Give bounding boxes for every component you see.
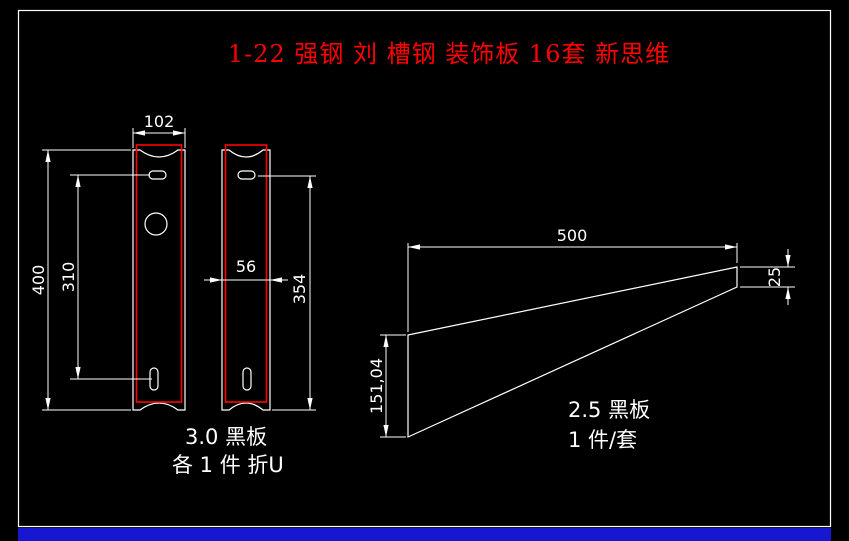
bracket-note-line2: 1 件/套 <box>568 428 637 452</box>
side-plate-top-slot <box>237 170 256 180</box>
bracket-outline <box>407 266 738 438</box>
dim-width-56: 56 <box>204 257 288 283</box>
side-plate-bottom-slot <box>242 367 252 391</box>
dim-back-151: 151,04 <box>367 334 406 438</box>
dim-151-label: 151,04 <box>367 358 386 414</box>
dim-tip-25: 25 <box>740 249 795 305</box>
dim-width-102: 102 <box>132 112 186 148</box>
dim-400-label: 400 <box>29 265 48 296</box>
front-plate-top-slot <box>148 170 167 180</box>
side-plate-view: 56 354 <box>204 144 316 411</box>
dim-56-label: 56 <box>236 257 256 276</box>
drawing-title: 1-22 强钢 刘 槽钢 装饰板 16套 新思维 <box>228 40 670 68</box>
side-plate-red-frame <box>224 144 268 403</box>
side-plate-outline <box>221 149 271 411</box>
bracket-view: 500 25 151,04 <box>367 226 795 438</box>
front-plate-hole <box>144 212 168 236</box>
drawing-border <box>17 9 832 528</box>
dim-25-label: 25 <box>765 267 784 287</box>
bottom-scrollbar[interactable] <box>18 528 831 541</box>
dim-310-label: 310 <box>59 262 78 293</box>
plates-note-line2: 各 1 件 折U <box>172 453 284 477</box>
dim-height-400: 400 <box>29 149 131 411</box>
bracket-note-line1: 2.5 黑板 <box>568 398 650 422</box>
dim-hole-span-310: 310 <box>59 174 152 380</box>
dim-length-500: 500 <box>407 226 738 332</box>
front-plate-red-frame <box>135 144 183 403</box>
dim-height-354: 354 <box>258 175 316 411</box>
front-plate-view: 102 400 310 <box>29 112 186 411</box>
plates-note-line1: 3.0 黑板 <box>185 425 267 449</box>
front-plate-outline <box>132 149 186 411</box>
dim-500-label: 500 <box>557 226 588 245</box>
dim-354-label: 354 <box>290 274 309 305</box>
dim-102-label: 102 <box>144 112 175 131</box>
